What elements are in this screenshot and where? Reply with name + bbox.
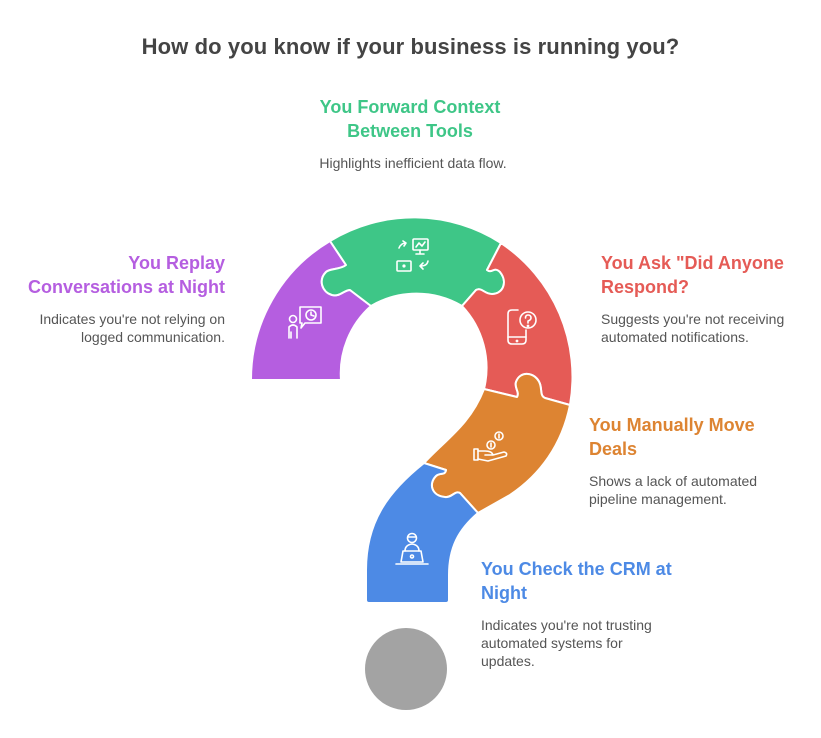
person-laptop-icon (395, 532, 429, 565)
item-heading: You Ask "Did Anyone Respond? (601, 251, 816, 299)
heading-line: You Manually Move (589, 415, 755, 435)
data-transfer-icon (396, 238, 429, 272)
description-line: pipeline management. (589, 491, 727, 507)
heading-line: Respond? (601, 277, 689, 297)
description-line: Indicates you're not relying on (39, 311, 225, 327)
heading-line: You Ask "Did Anyone (601, 253, 784, 273)
heading-line: You Forward Context (319, 97, 501, 117)
item-heading: You Forward Context Between Tools (260, 95, 560, 143)
description-line: updates. (481, 653, 535, 669)
heading-line: Conversations at Night (27, 277, 225, 297)
heading-line: Deals (589, 439, 638, 459)
item-heading: You Replay Conversations at Night (10, 251, 225, 299)
item-heading: You Check the CRM at Night (481, 557, 701, 605)
phone-question-icon (507, 309, 537, 345)
description-line: Shows a lack of automated (589, 473, 758, 489)
heading-line: Between Tools (347, 121, 473, 141)
description-line: automated systems for (481, 635, 623, 651)
hand-coins-icon (473, 431, 508, 462)
item-description: Suggests you're not receiving automated … (601, 310, 816, 346)
page-title: How do you know if your business is runn… (141, 34, 680, 59)
item-heading: You Manually Move Deals (589, 413, 809, 461)
description-line: Highlights inefficient data flow. (319, 155, 507, 171)
item-description: Highlights inefficient data flow. (260, 154, 566, 172)
item-description: Indicates you're not relying on logged c… (10, 310, 225, 346)
description-line: Suggests you're not receiving (601, 311, 785, 327)
description-line: logged communication. (81, 329, 225, 345)
question-mark-dot (365, 628, 447, 710)
item-description: Indicates you're not trusting automated … (481, 616, 701, 670)
description-line: Indicates you're not trusting (481, 617, 652, 633)
heading-line: You Check the CRM at (481, 559, 672, 579)
item-description: Shows a lack of automated pipeline manag… (589, 472, 809, 508)
puzzle-piece-blue (365, 462, 479, 604)
heading-line: You Replay (128, 253, 225, 273)
description-line: automated notifications. (601, 329, 749, 345)
heading-line: Night (481, 583, 527, 603)
person-chat-clock-icon (288, 306, 322, 339)
